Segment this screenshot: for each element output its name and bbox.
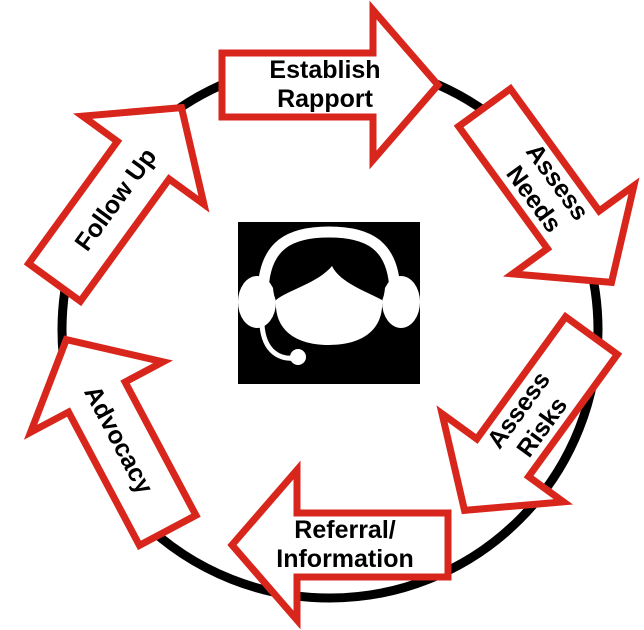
step-follow-up-arrow: Follow Up <box>23 103 210 307</box>
step-establish-rapport-arrow: Establish Rapport <box>218 0 443 170</box>
step-referral-information-line-1: Referral/ <box>294 516 395 544</box>
step-establish-rapport-line-2: Rapport <box>277 85 374 113</box>
step-referral-information-line-2: Information <box>276 545 414 573</box>
step-assess-needs-arrow: Assess Needs <box>453 83 640 287</box>
step-establish-rapport-line-1: Establish <box>269 56 380 84</box>
headset-agent-icon <box>238 222 420 384</box>
step-referral-information-arrow: Referral/ Information <box>227 460 452 630</box>
step-advocacy-arrow: Advocacy <box>23 335 201 551</box>
